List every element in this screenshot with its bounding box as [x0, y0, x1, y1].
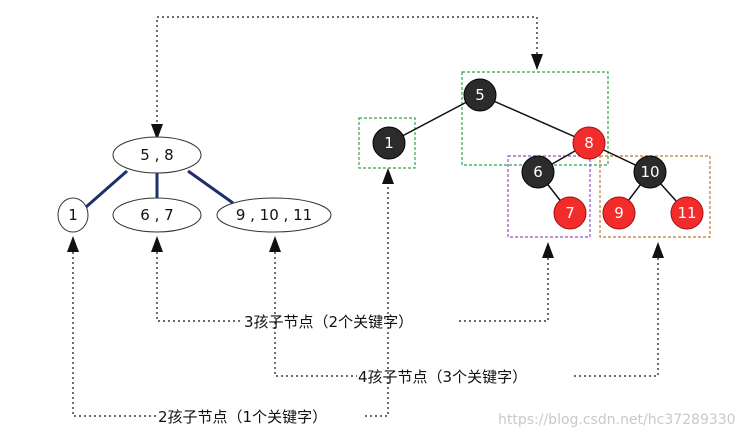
btree-child-label: 1	[68, 206, 78, 224]
orange-group-box	[599, 155, 711, 238]
rbtree-red-node: 9	[602, 196, 636, 230]
watermark-text: https://blog.csdn.net/hc372893308	[498, 412, 736, 428]
btree-edge	[85, 169, 128, 209]
rbtree-black-node: 10	[633, 155, 667, 189]
arrowhead-icon	[382, 168, 394, 184]
green-group-box	[358, 117, 416, 169]
rbtree-edge	[388, 94, 481, 144]
rbtree-black-node: 1	[372, 126, 406, 160]
btree-child-label: 9 , 10 , 11	[236, 206, 312, 224]
rbtree-node-label: 10	[640, 163, 659, 181]
rbtree-red-node: 7	[553, 196, 587, 230]
rbtree-node-label: 1	[384, 134, 394, 152]
arrowhead-icon	[269, 236, 281, 252]
rbtree-red-node: 11	[670, 196, 704, 230]
btree-root-label: 5 , 8	[140, 146, 173, 164]
label-3-children: 3孩子节点（2个关键字）	[244, 313, 413, 331]
arrowhead-icon	[542, 242, 554, 258]
rbtree-node-label: 6	[533, 163, 543, 181]
arrowhead-icon	[151, 236, 163, 252]
btree-child-node: 1	[57, 197, 89, 233]
arrowhead-icon	[531, 54, 543, 70]
rbtree-edge	[479, 94, 590, 144]
rbtree-node-label: 9	[614, 204, 624, 222]
btree-child-label: 6 , 7	[140, 206, 173, 224]
connector-3-children	[156, 252, 549, 322]
btree-edge	[187, 169, 234, 205]
label-2-children: 2孩子节点（1个关键字）	[158, 408, 327, 426]
rbtree-node-label: 7	[565, 204, 575, 222]
arrowhead-icon	[652, 242, 664, 258]
arrowhead-icon	[151, 124, 163, 140]
btree-root-node: 5 , 8	[112, 136, 202, 174]
rbtree-black-node: 5	[463, 78, 497, 112]
connector-2-children	[72, 183, 389, 417]
btree-child-node: 9 , 10 , 11	[216, 197, 332, 233]
rbtree-node-label: 8	[584, 134, 594, 152]
rbtree-node-label: 5	[475, 86, 485, 104]
btree-child-node: 6 , 7	[112, 197, 202, 233]
rbtree-black-node: 6	[521, 155, 555, 189]
connector-4-children	[274, 252, 659, 377]
rbtree-red-node: 8	[572, 126, 606, 160]
purple-group-box	[507, 155, 591, 238]
arrowhead-icon	[67, 236, 79, 252]
rbtree-node-label: 11	[677, 204, 696, 222]
label-4-children: 4孩子节点（3个关键字）	[358, 368, 527, 386]
top-connector-arrow	[156, 16, 538, 142]
